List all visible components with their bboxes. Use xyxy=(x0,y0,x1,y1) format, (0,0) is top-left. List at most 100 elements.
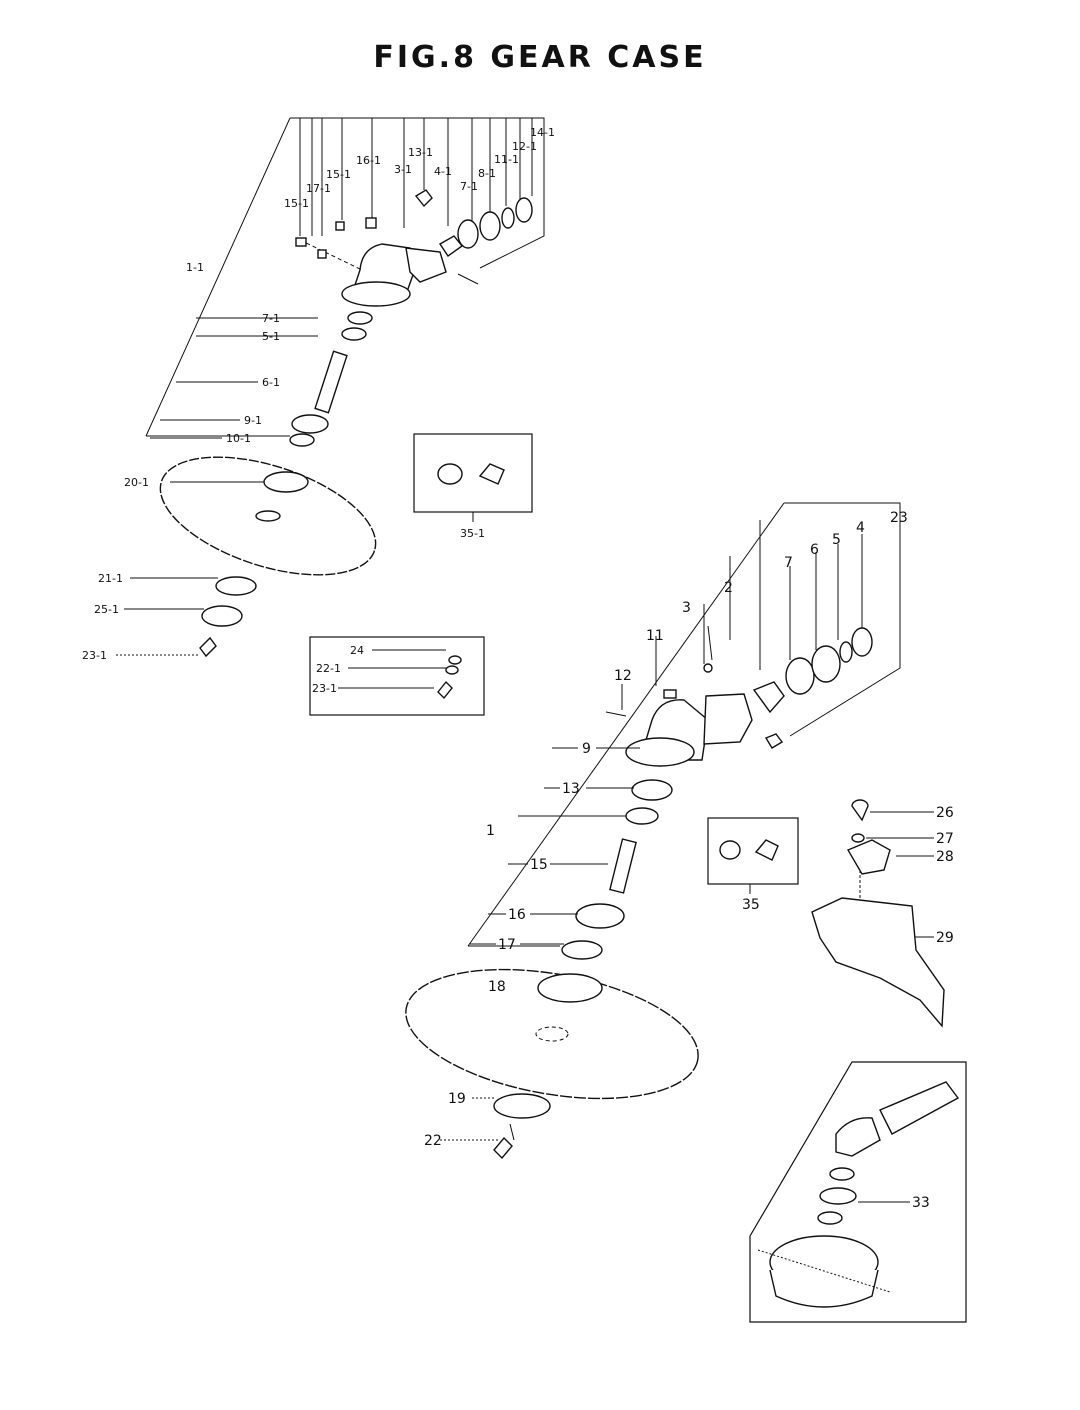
inset-35-1 xyxy=(413,433,533,522)
label-22: 22 xyxy=(424,1133,442,1149)
label-3: 3 xyxy=(682,600,691,616)
gear-head xyxy=(835,1117,881,1157)
label-6-1: 6-1 xyxy=(262,376,280,389)
bolt-22 xyxy=(493,1136,513,1160)
guard-29 xyxy=(811,897,945,1028)
label-17-1: 17-1 xyxy=(306,182,331,195)
adapter-33 xyxy=(819,1187,857,1205)
label-21-1: 21-1 xyxy=(98,572,123,585)
clamp-lower xyxy=(703,693,753,745)
label-15-1a: 15-1 xyxy=(326,168,351,181)
bearing-5 xyxy=(811,645,841,683)
label-7-1a: 7-1 xyxy=(460,180,478,193)
shaft-15 xyxy=(609,838,637,894)
gear-5-1 xyxy=(341,327,367,341)
label-29: 29 xyxy=(936,930,954,946)
bearing-9-1 xyxy=(291,414,329,434)
label-8-1: 8-1 xyxy=(478,167,496,180)
trimmer-head-box xyxy=(749,1061,967,1323)
label-22-1: 22-1 xyxy=(316,662,341,675)
label-2: 2 xyxy=(724,580,733,596)
bolt-15-1 xyxy=(295,237,307,247)
lower-assembly xyxy=(405,502,901,1160)
label-15: 15 xyxy=(530,857,548,873)
label-27: 27 xyxy=(936,831,954,847)
inset-35 xyxy=(707,817,799,894)
label-20-1: 20-1 xyxy=(124,476,149,489)
label-12-1: 12-1 xyxy=(512,140,537,153)
label-7-1b: 7-1 xyxy=(262,312,280,325)
ring-10-1 xyxy=(289,433,315,447)
gear-1 xyxy=(625,807,659,825)
label-23: 23 xyxy=(890,510,908,526)
label-14-1: 14-1 xyxy=(530,126,555,139)
guard-assembly xyxy=(811,799,945,1028)
label-16: 16 xyxy=(508,907,526,923)
label-5-1: 5-1 xyxy=(262,330,280,343)
ring-17 xyxy=(561,940,603,960)
label-9-1: 9-1 xyxy=(244,414,262,427)
plate-13-1 xyxy=(414,189,433,208)
bearing-13 xyxy=(631,779,673,801)
gear-7 xyxy=(752,681,785,714)
washer-21-1 xyxy=(215,576,257,596)
bracket-28 xyxy=(846,839,891,875)
holder-20-1 xyxy=(263,471,309,493)
label-13: 13 xyxy=(562,781,580,797)
bolt-12 xyxy=(605,711,627,717)
label-15-1b: 15-1 xyxy=(284,197,309,210)
label-25-1: 25-1 xyxy=(94,603,119,616)
label-24: 24 xyxy=(350,644,364,657)
label-1-1: 1-1 xyxy=(186,261,204,274)
bolt-2 xyxy=(707,625,713,661)
washer-3 xyxy=(703,663,713,673)
bolt-16-1 xyxy=(365,217,377,229)
label-23-1: 23-1 xyxy=(82,649,107,662)
label-19: 19 xyxy=(448,1091,466,1107)
label-16-1: 16-1 xyxy=(356,154,381,167)
label-13-1: 13-1 xyxy=(408,146,433,159)
bolt-23-1 xyxy=(199,636,217,658)
label-35: 35 xyxy=(742,897,760,913)
label-6: 6 xyxy=(810,542,819,558)
label-3-1: 3-1 xyxy=(394,163,412,176)
upper-assembly xyxy=(116,117,545,658)
label-4: 4 xyxy=(856,520,865,536)
label-11-1: 11-1 xyxy=(494,153,519,166)
shaft-tube xyxy=(879,1081,960,1135)
label-10-1: 10-1 xyxy=(226,432,251,445)
holder-18 xyxy=(537,973,603,1003)
bearing-7-1b xyxy=(347,311,373,325)
washer-19 xyxy=(493,1093,551,1119)
label-26: 26 xyxy=(936,805,954,821)
circlip-14-1 xyxy=(515,197,533,223)
bearing-7-1 xyxy=(457,219,479,249)
bearing-8-1 xyxy=(479,211,501,241)
bearing-16 xyxy=(575,903,625,929)
clamp-upper xyxy=(405,247,447,283)
label-5: 5 xyxy=(832,532,841,548)
washer-27 xyxy=(851,833,865,843)
label-33: 33 xyxy=(912,1195,930,1211)
label-17: 17 xyxy=(498,937,516,953)
bearing-6 xyxy=(785,657,815,695)
label-7: 7 xyxy=(784,555,793,571)
label-28: 28 xyxy=(936,849,954,865)
circlip-4 xyxy=(851,627,873,657)
upper-leader-frame xyxy=(290,117,545,269)
blade-disc-lower xyxy=(405,968,699,1100)
label-35-1: 35-1 xyxy=(460,527,485,540)
label-12: 12 xyxy=(614,668,632,684)
label-11: 11 xyxy=(646,628,664,644)
cover-25-1 xyxy=(201,605,243,627)
label-4-1: 4-1 xyxy=(434,165,452,178)
label-18: 18 xyxy=(488,979,506,995)
figure-title: FIG.8 GEAR CASE xyxy=(373,40,707,75)
label-9: 9 xyxy=(582,741,591,757)
label-23-1-inset: 23-1 xyxy=(312,682,337,695)
label-1: 1 xyxy=(486,823,495,839)
nut-11 xyxy=(663,689,677,699)
inset-bolt-kit xyxy=(309,636,485,716)
shaft-6-1 xyxy=(314,350,348,414)
